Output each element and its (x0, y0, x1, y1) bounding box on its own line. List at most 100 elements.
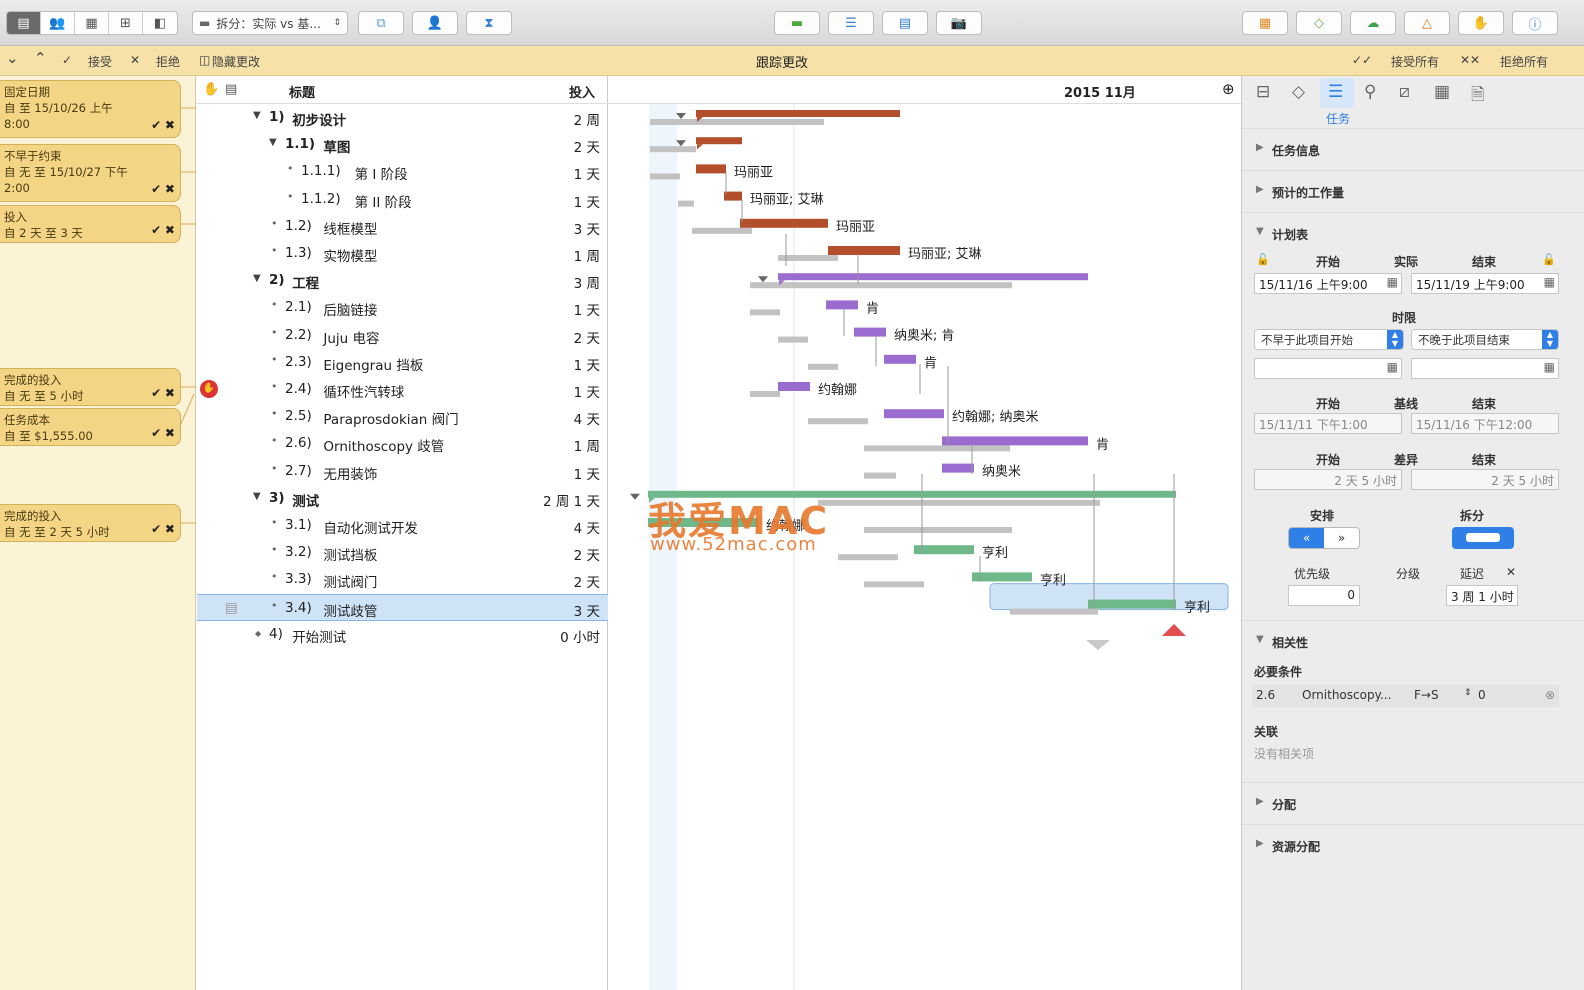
row-title[interactable]: 实物模型 (323, 249, 378, 265)
row-effort[interactable]: 1 周 (573, 249, 600, 265)
row-title[interactable]: Ornithoscopy 歧管 (323, 439, 445, 456)
hide-changes-button[interactable]: 隐藏更改 (212, 55, 261, 69)
accept-reject-icons[interactable]: ✔ ✖ (151, 426, 175, 440)
style-icon[interactable]: ⧄ (1399, 82, 1410, 102)
start-date-field[interactable]: 15/11/16 上午9:00 ▦ (1254, 273, 1402, 294)
document-icon[interactable]: 🗎 (1471, 85, 1485, 105)
calendar-icon[interactable]: ▦ (1386, 360, 1398, 374)
row-effort[interactable]: 2 天 (573, 575, 600, 592)
calendar-view-icon[interactable]: ▦ (75, 12, 109, 34)
constraint-start-date-field[interactable]: ▦ (1254, 358, 1402, 379)
row-effort[interactable]: 1 周 (573, 439, 600, 456)
row-title[interactable]: Paraprosdokian 阀门 (323, 412, 459, 429)
disclosure-down-icon[interactable]: ▼ (253, 110, 261, 121)
column-title-header[interactable]: 标题 (289, 86, 316, 101)
prerequisite-row[interactable]: 2.6 Ornithoscopy... F→S ⇕ 0 ⊗ (1252, 685, 1559, 707)
accept-reject-icons[interactable]: ✔ ✖ (151, 522, 175, 536)
stepper-icon[interactable]: ⇕ (1464, 688, 1472, 698)
arrange-segmented-control[interactable]: « » (1288, 527, 1360, 549)
resource-view-icon[interactable]: 👥 (41, 12, 75, 34)
end-date-field[interactable]: 15/11/19 上午9:00 ▦ (1411, 273, 1559, 294)
row-title[interactable]: 草图 (323, 140, 351, 157)
inspector-button[interactable]: ⓘ (1512, 11, 1558, 35)
row-effort[interactable]: 1 天 (573, 357, 600, 374)
row-title[interactable]: 测试歧管 (323, 603, 378, 620)
hand-stop-badge-icon[interactable]: ✋ (200, 380, 218, 398)
violations-button[interactable]: △ (1404, 11, 1450, 35)
arrange-right-icon[interactable]: » (1337, 531, 1346, 545)
resource-person-icon[interactable]: ⚲ (1364, 82, 1377, 102)
task-info-section[interactable]: ▶ 任务信息 (1242, 128, 1584, 168)
remove-dependency-icon[interactable]: ⊗ (1544, 688, 1555, 702)
reject-button[interactable]: 拒绝 (156, 55, 181, 69)
publish-button[interactable]: ☁ (1350, 11, 1396, 35)
assign-resource-button[interactable]: 👤 (412, 11, 458, 35)
accept-button[interactable]: 接受 (88, 55, 113, 69)
change-card[interactable]: 完成的投入 自 无 至 5 小时 ✔ ✖ (0, 368, 181, 406)
note-icon[interactable]: ▤ (225, 599, 238, 616)
accept-reject-icons[interactable]: ✔ ✖ (151, 386, 175, 400)
end-constraint-popup[interactable]: 不晚于此项目结束 ▲▼ (1411, 329, 1559, 350)
split-task-button[interactable]: ⧗ (466, 11, 512, 35)
lock-icon[interactable]: 🔓 (1256, 253, 1270, 266)
row-title[interactable]: 测试挡板 (323, 548, 378, 565)
row-title[interactable]: 后脑链接 (323, 303, 378, 320)
connect-tasks-button[interactable]: ⧉ (358, 11, 404, 35)
accept-reject-icons[interactable]: ✔ ✖ (151, 182, 175, 196)
view-mode-segmented-control[interactable]: ▤ 👥 ▦ ⊞ ◧ (6, 11, 178, 35)
row-title[interactable]: 工程 (292, 276, 320, 293)
row-title[interactable]: 第 II 阶段 (354, 194, 412, 211)
row-effort[interactable]: 1 天 (573, 194, 600, 211)
row-title[interactable]: 第 I 阶段 (354, 167, 408, 184)
row-title[interactable]: 测试 (292, 493, 320, 510)
row-effort[interactable]: 2 天 (573, 548, 600, 565)
resource-allocation-section[interactable]: ▶ 资源分配 (1242, 824, 1584, 864)
row-effort[interactable]: 3 天 (573, 221, 600, 238)
row-effort[interactable]: 2 周 1 天 (542, 493, 600, 510)
change-card[interactable]: 完成的投入 自 无 至 2 天 5 小时 ✔ ✖ (0, 504, 181, 542)
dashboard-view-icon[interactable]: ◧ (153, 15, 167, 31)
row-title[interactable]: 自动化测试开发 (323, 521, 418, 537)
priority-field[interactable]: 0 (1288, 585, 1360, 606)
variance-end-field[interactable]: 2 天 5 小时 (1411, 469, 1559, 490)
row-title[interactable]: 无用装饰 (323, 466, 378, 483)
disclosure-down-icon[interactable]: ▼ (269, 137, 277, 149)
stop-button[interactable]: ✋ (1458, 11, 1504, 35)
row-effort[interactable]: 0 小时 (560, 629, 600, 646)
row-effort[interactable]: 2 周 (573, 113, 600, 129)
add-task-button[interactable]: ☰ (828, 11, 874, 35)
table-view-icon[interactable]: ▦ (1434, 82, 1451, 102)
briefcase-icon[interactable]: ⊟ (1256, 82, 1271, 102)
next-change-icon[interactable]: ⌄ (6, 49, 19, 67)
table-button[interactable]: ▦ (1242, 11, 1288, 35)
assignments-section[interactable]: ▶ 分配 (1242, 782, 1584, 822)
baseline-start-field[interactable]: 15/11/11 下午1:00 (1254, 413, 1402, 434)
column-effort-header[interactable]: 投入 (569, 86, 596, 101)
row-effort[interactable]: 1 天 (573, 167, 600, 184)
arrange-left-icon[interactable]: « (1289, 528, 1324, 548)
task-tab-icon[interactable]: ☰ (1328, 82, 1344, 102)
accept-all-button[interactable]: 接受所有 (1391, 55, 1440, 69)
disclosure-down-icon[interactable]: ▼ (253, 273, 261, 285)
baseline-end-field[interactable]: 15/11/16 下午12:00 (1411, 413, 1559, 434)
baseline-popup[interactable]: ▬ 拆分：实际 vs 基... ⇕ (192, 11, 348, 35)
row-effort[interactable]: 3 周 (573, 276, 600, 293)
row-title[interactable]: Juju 电容 (323, 330, 380, 347)
zoom-icon[interactable]: ⊕ (1222, 80, 1235, 98)
row-effort[interactable]: 2 天 (573, 140, 600, 157)
start-constraint-popup[interactable]: 不早于此项目开始 ▲▼ (1254, 329, 1404, 350)
track-changes-button[interactable]: ◇ (1296, 11, 1342, 35)
